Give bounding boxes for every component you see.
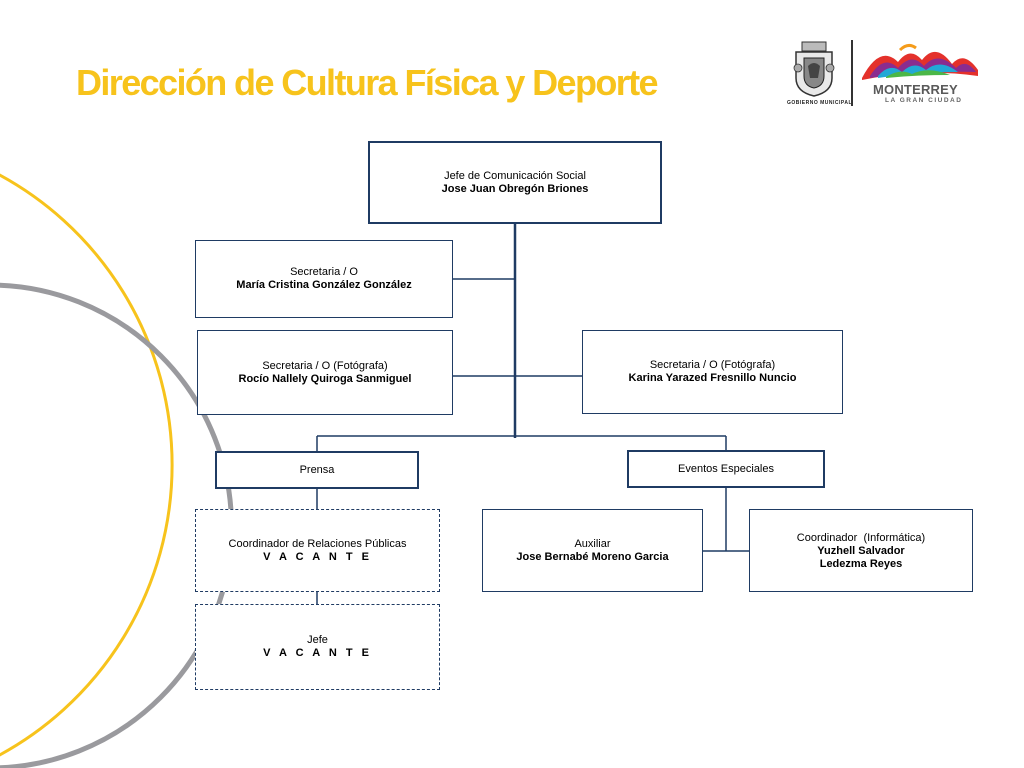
org-box-head: Jefe de Comunicación Social Jose Juan Ob… [368, 141, 662, 224]
org-box-auxiliar: Auxiliar Jose Bernabé Moreno Garcia [482, 509, 703, 592]
jefe-vac-role: Jefe [307, 634, 328, 646]
head-name: Jose Juan Obregón Briones [441, 182, 589, 195]
yellow-arc [0, 173, 174, 757]
coord-inf-name-line2: Ledezma Reyes [819, 558, 903, 570]
coord-inf-name-line1: Yuzhell Salvador [817, 545, 905, 557]
seal-caption: GOBIERNO MUNICIPAL [787, 100, 853, 106]
jefe-vac-name: V A C A N T E [263, 647, 372, 659]
head-role: Jefe de Comunicación Social [444, 169, 586, 182]
page-title: Dirección de Cultura Física y Deporte [76, 62, 659, 103]
org-box-jefe-vacante: Jefe V A C A N T E [195, 604, 440, 690]
prensa-label: Prensa [299, 463, 335, 476]
coord-rp-role: Coordinador de Relaciones Públicas [228, 537, 407, 550]
auxiliar-name: Jose Bernabé Moreno Garcia [516, 550, 669, 563]
secretaria1-name: María Cristina González González [236, 279, 412, 291]
brand-tagline: LA GRAN CIUDAD [885, 97, 963, 104]
org-box-eventos: Eventos Especiales [627, 450, 825, 488]
secretaria2-name: Rocío Nallely Quiroga Sanmiguel [238, 372, 412, 385]
secretaria1-role: Secretaria / O [290, 266, 358, 278]
org-box-prensa: Prensa [215, 451, 419, 489]
monterrey-logo-icon [862, 43, 978, 80]
auxiliar-role: Auxiliar [574, 537, 611, 550]
org-box-secretaria3: Secretaria / O (Fotógrafa) Karina Yaraze… [582, 330, 843, 414]
secretaria3-name: Karina Yarazed Fresnillo Nuncio [628, 372, 797, 384]
brand-name: MONTERREY [873, 82, 958, 97]
eventos-label: Eventos Especiales [678, 462, 774, 475]
org-box-coord-inf: Coordinador (Informática) Yuzhell Salvad… [749, 509, 973, 592]
secretaria3-role: Secretaria / O (Fotógrafa) [649, 359, 776, 371]
logo-divider [851, 40, 853, 106]
coord-rp-name: V A C A N T E [263, 550, 372, 563]
municipal-seal-icon [793, 41, 835, 97]
org-box-secretaria1: Secretaria / O María Cristina González G… [195, 240, 453, 318]
org-box-coord-rp: Coordinador de Relaciones Públicas V A C… [195, 509, 440, 592]
secretaria2-role: Secretaria / O (Fotógrafa) [262, 359, 388, 372]
coord-inf-role: Coordinador (Informática) [796, 532, 926, 544]
org-box-secretaria2: Secretaria / O (Fotógrafa) Rocío Nallely… [197, 330, 453, 415]
